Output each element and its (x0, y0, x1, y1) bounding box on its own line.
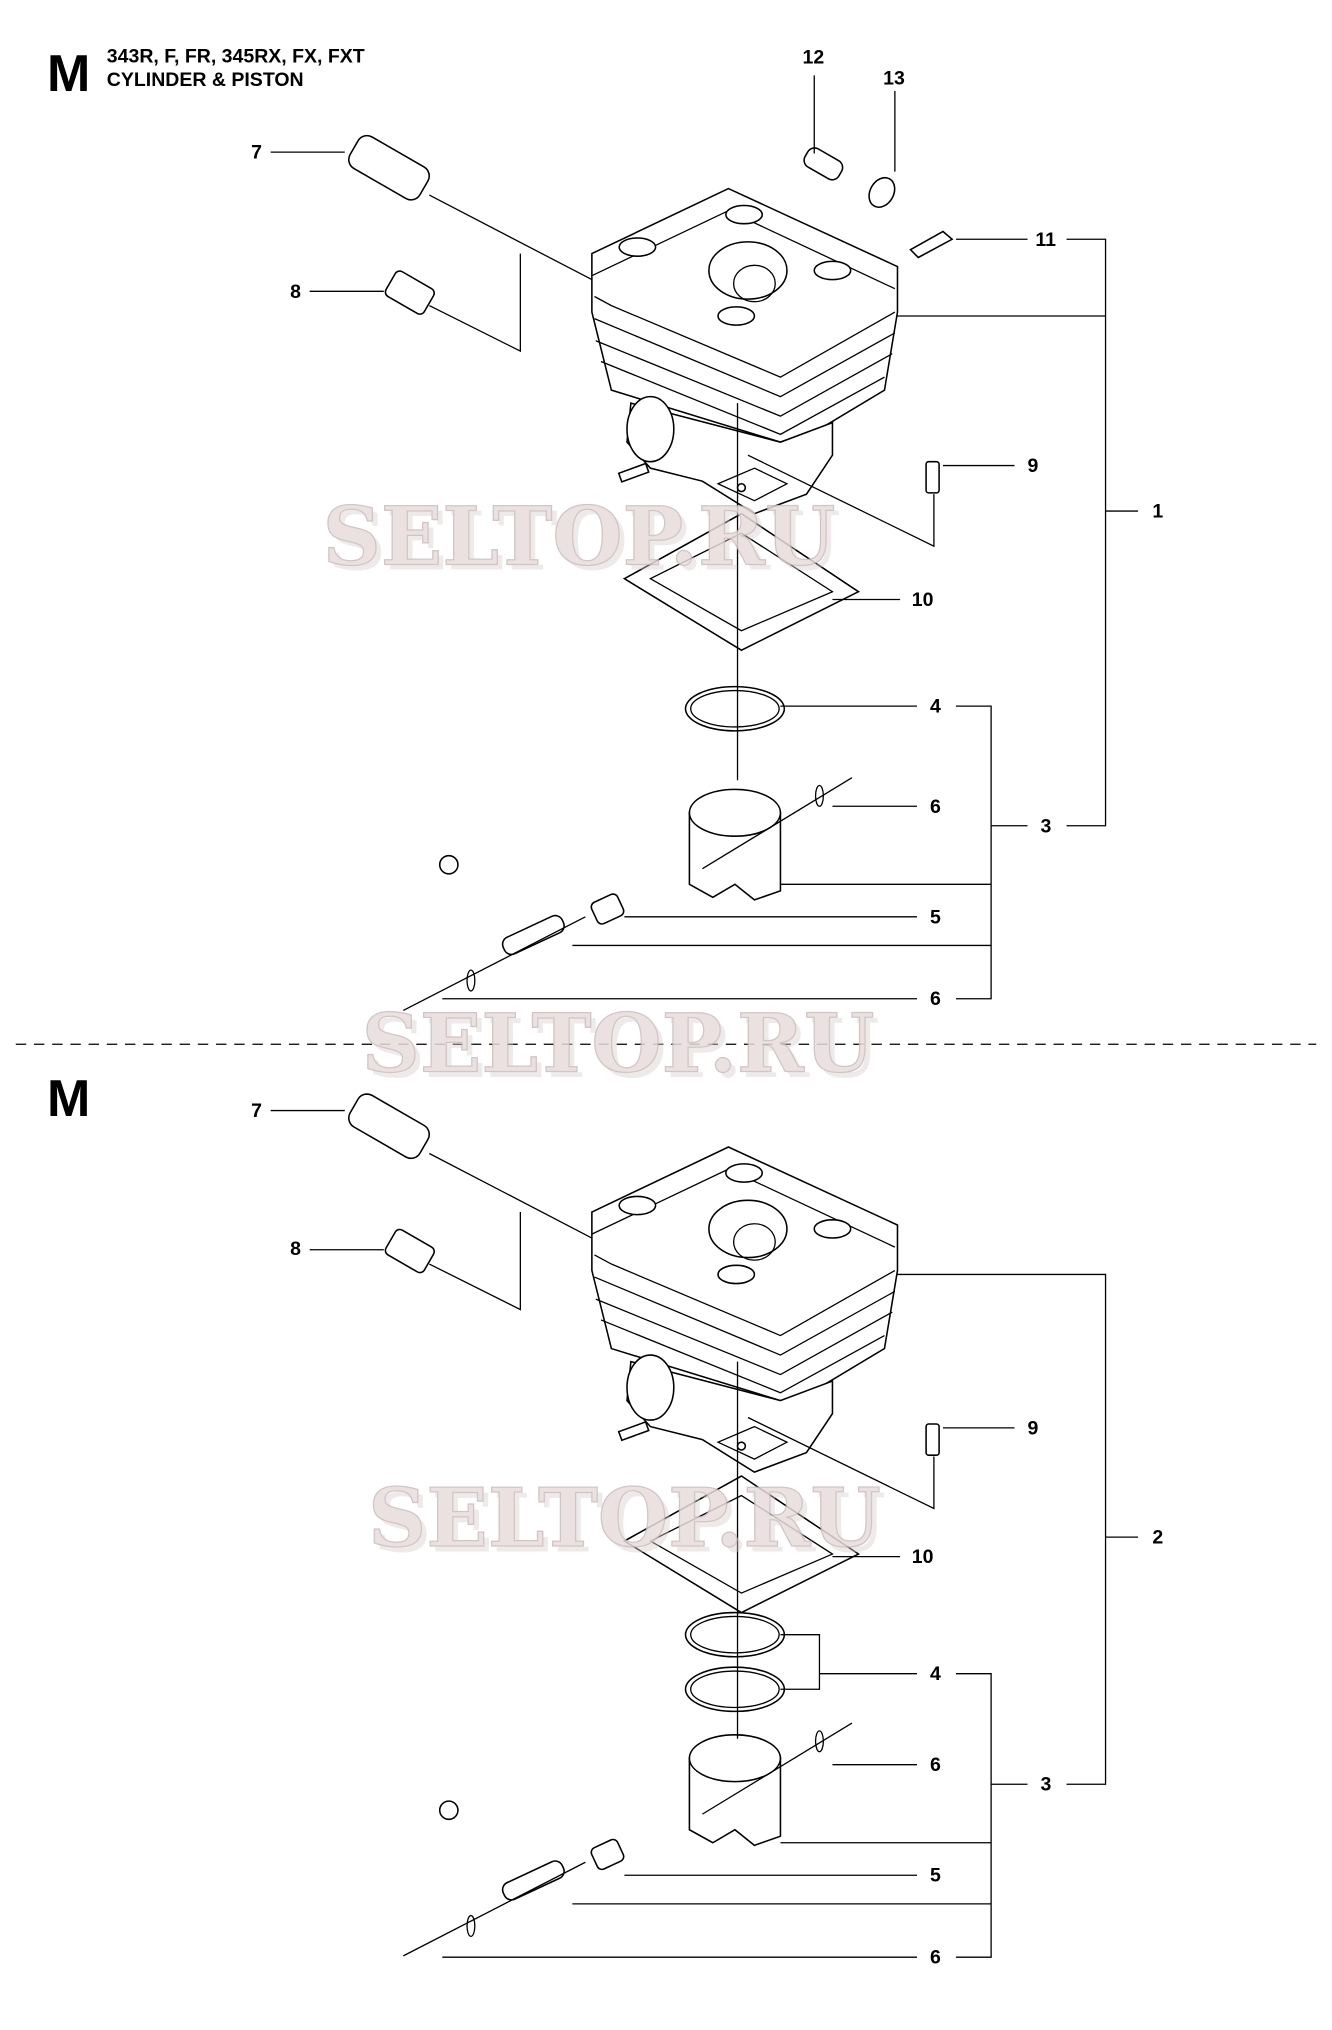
callout-13: 13 (883, 68, 905, 90)
callout-6: 6 (930, 796, 941, 818)
callout-4: 4 (930, 696, 941, 718)
part-8-drawing (384, 270, 435, 315)
watermark: SELTOP.RU SELTOP.RU SELTOP.RU SELTOP.RU … (322, 489, 886, 1572)
callout-7: 7 (251, 142, 262, 164)
callout-8: 8 (290, 1238, 301, 1260)
svg-text:SELTOP.RU: SELTOP.RU (323, 489, 836, 584)
callout-2: 2 (1152, 1527, 1163, 1549)
callout-9: 9 (1028, 455, 1039, 477)
svg-text:SELTOP.RU: SELTOP.RU (368, 1471, 881, 1566)
cylinder-drawing (591, 1146, 899, 1473)
section-letter: M (47, 45, 90, 103)
cylinder-drawing (591, 187, 899, 515)
callout-3: 3 (1041, 815, 1052, 837)
top-assembly: 7 8 12 13 11 1 9 10 4 6 3 5 6 (251, 47, 1163, 1012)
bottom-assembly: 7 8 9 10 2 4 6 3 5 6 (251, 1093, 1163, 1969)
callout-3: 3 (1041, 1774, 1052, 1796)
callout-10: 10 (912, 589, 934, 611)
callout-6: 6 (930, 1947, 941, 1969)
callout-8: 8 (290, 281, 301, 303)
model-list: 343R, F, FR, 345RX, FX, FXT (107, 45, 365, 67)
part-7-drawing (348, 134, 430, 201)
callout-9: 9 (1028, 1417, 1039, 1439)
svg-text:SELTOP.RU: SELTOP.RU (328, 495, 841, 590)
svg-text:SELTOP.RU: SELTOP.RU (362, 997, 875, 1092)
callout-1: 1 (1152, 501, 1163, 523)
callout-12: 12 (803, 47, 825, 69)
callout-4: 4 (930, 1663, 941, 1685)
svg-text:SELTOP.RU: SELTOP.RU (373, 1476, 886, 1571)
callout-6: 6 (930, 1754, 941, 1776)
callout-5: 5 (930, 1865, 941, 1887)
callout-5: 5 (930, 906, 941, 928)
section-letter-lower: M (47, 1070, 90, 1128)
callout-10: 10 (912, 1546, 934, 1568)
callout-11: 11 (1035, 229, 1056, 251)
svg-text:SELTOP.RU: SELTOP.RU (367, 1002, 880, 1097)
callout-7: 7 (251, 1100, 262, 1122)
diagram-title: CYLINDER & PISTON (107, 69, 304, 91)
callout-6: 6 (930, 988, 941, 1010)
